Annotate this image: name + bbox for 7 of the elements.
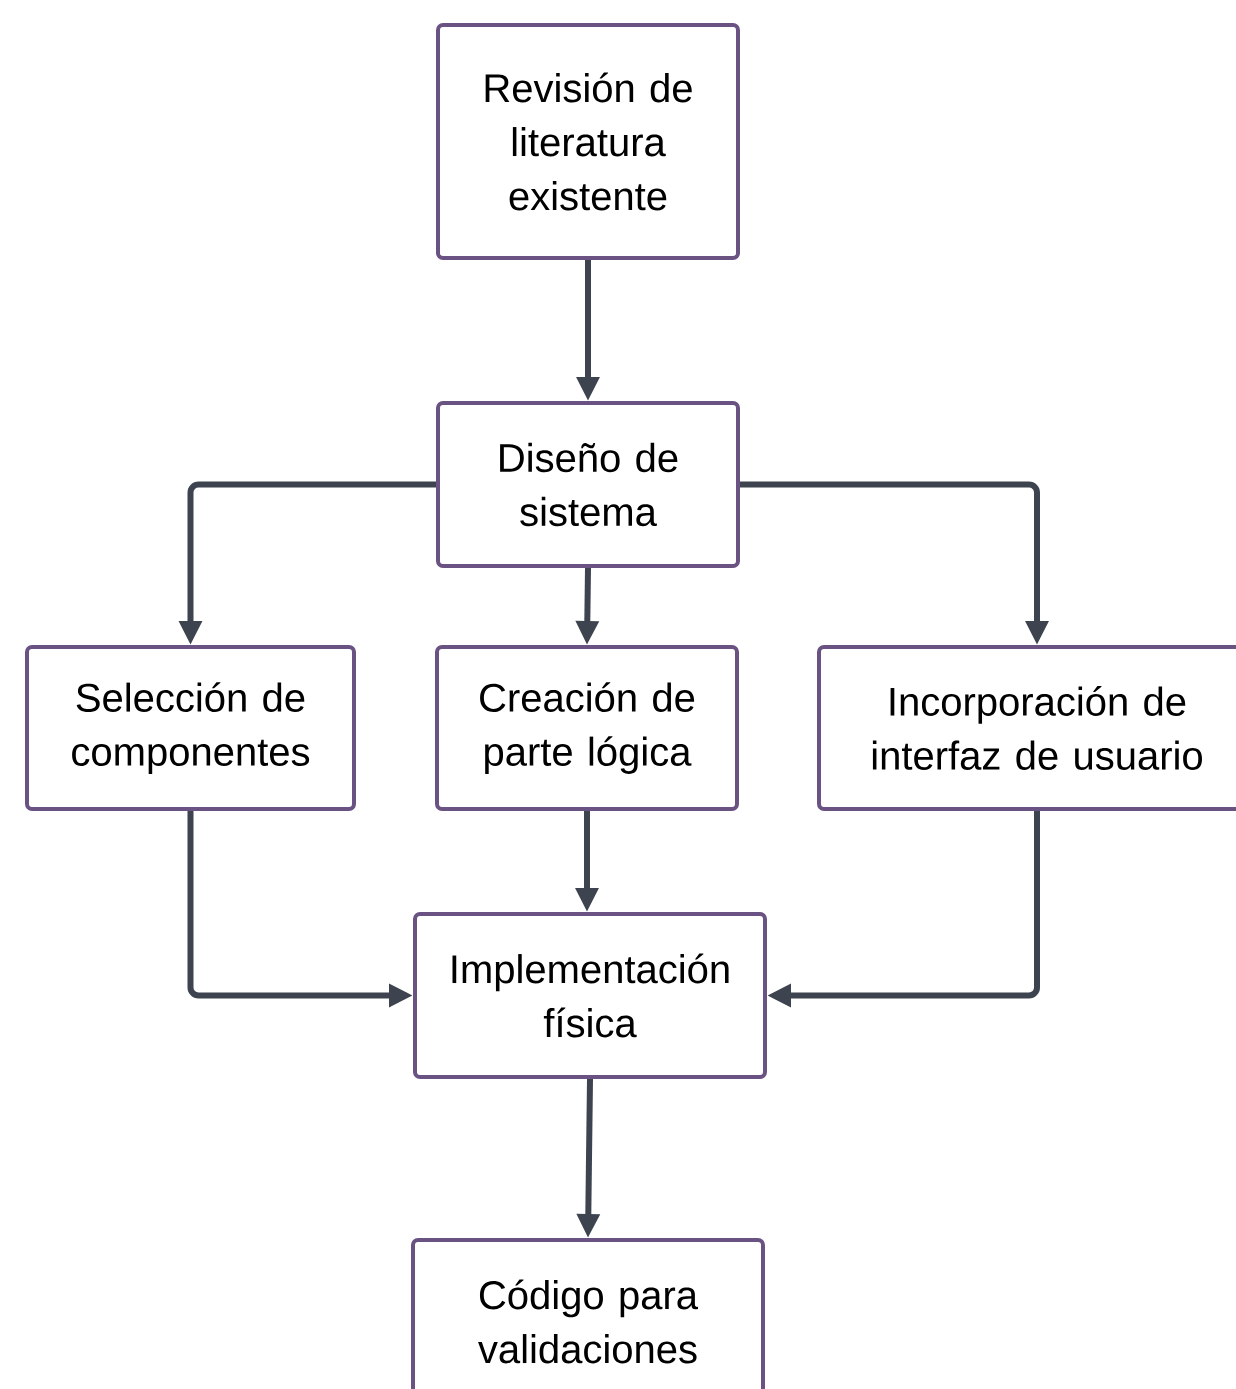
process-box: Incorporación de interfaz de usuario	[817, 645, 1236, 811]
process-box: Revisión de literatura existente	[436, 23, 740, 260]
process-box: Diseño de sistema	[436, 401, 740, 568]
process-box: Código para validaciones	[411, 1238, 765, 1389]
process-box: Implementación física	[413, 912, 767, 1079]
process-box: Creación de parte lógica	[435, 645, 739, 811]
process-box: Selección de componentes	[25, 645, 356, 811]
